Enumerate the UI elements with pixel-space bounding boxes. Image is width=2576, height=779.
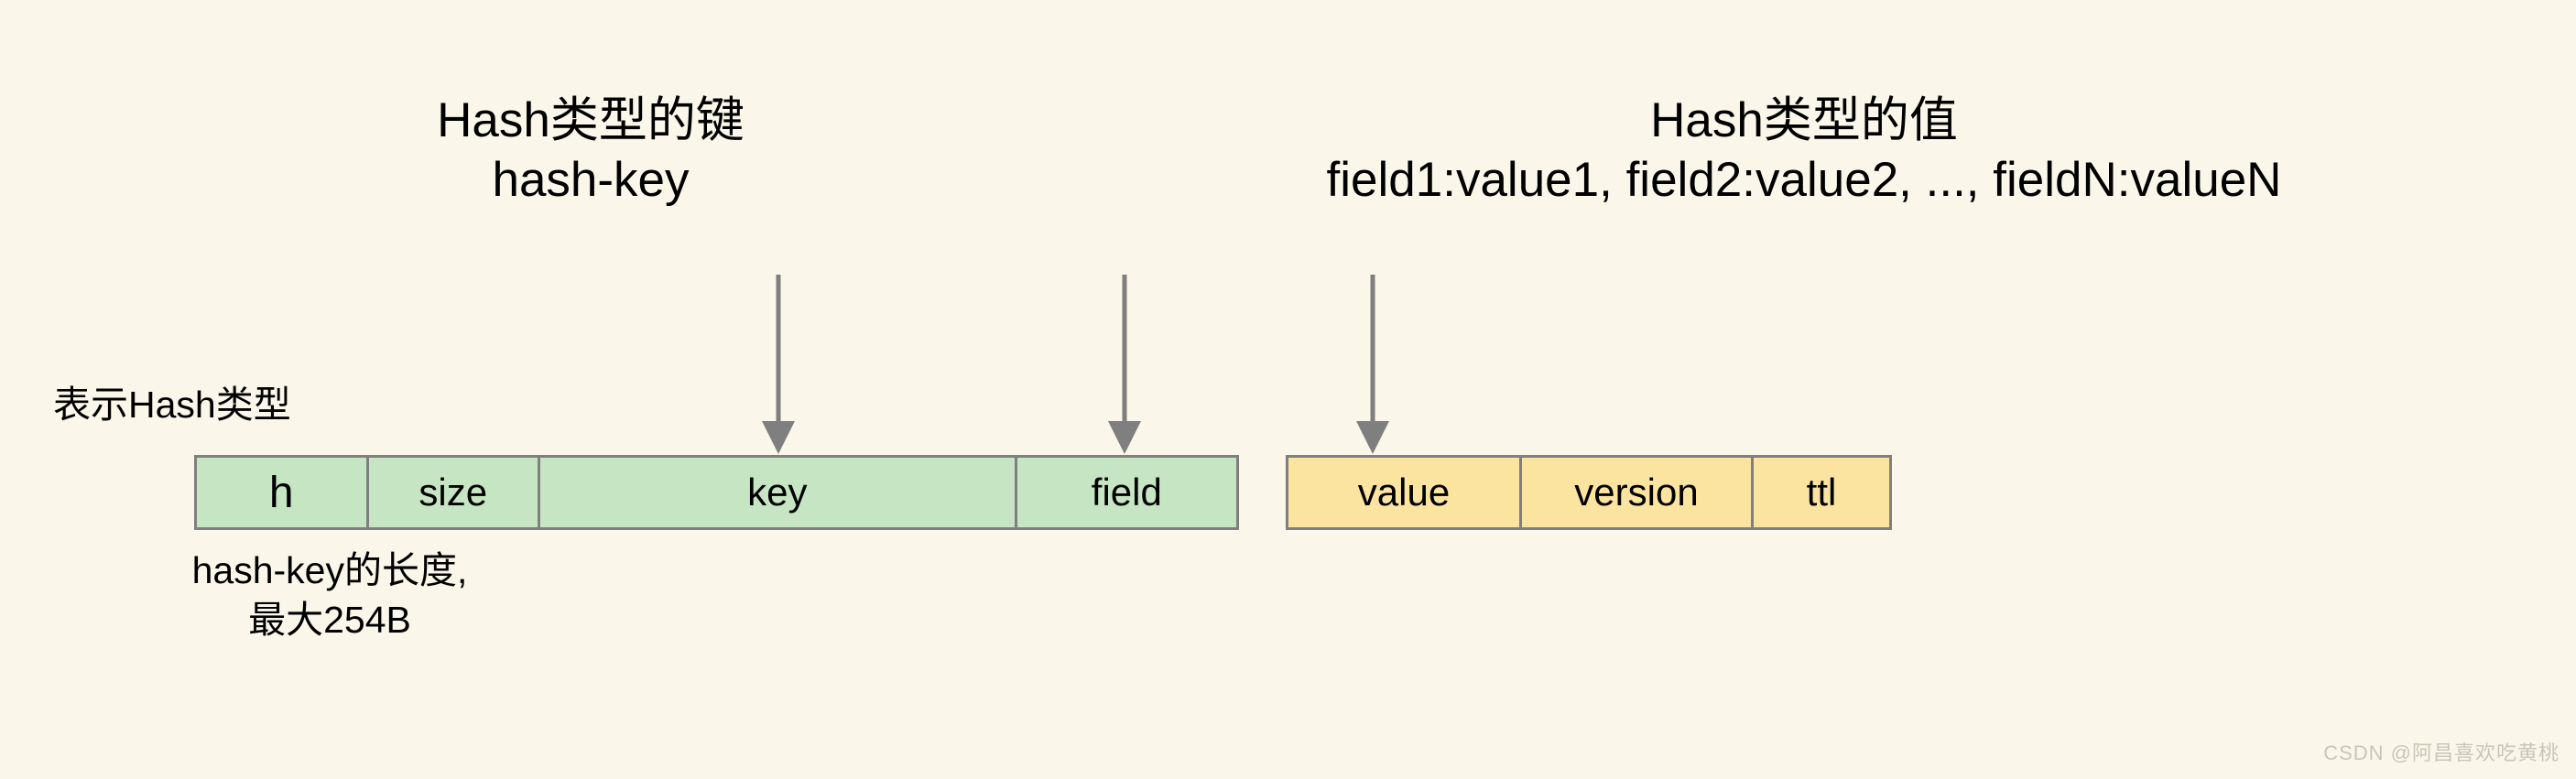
arrow-to-value-icon [1356,275,1389,454]
segment-size: size [368,458,541,527]
segment-key-label: key [747,471,808,514]
length-caption-line2: 最大254B [248,599,411,642]
segment-version-label: version [1574,471,1699,514]
key-layout-row: h size key field [194,455,1239,530]
segment-h-label: h [268,468,294,517]
value-annotation-example: field1:value1, field2:value2, ..., field… [1326,152,2282,207]
segment-value-label: value [1357,471,1451,514]
segment-ttl: ttl [1754,458,1889,527]
key-annotation-title: Hash类型的键 [437,93,745,147]
segment-ttl-label: ttl [1806,471,1837,514]
watermark: CSDN @阿昌喜欢吃黄桃 [2323,741,2560,764]
segment-version: version [1522,458,1754,527]
key-annotation: Hash类型的键 hash-key [311,92,870,210]
value-annotation: Hash类型的值 field1:value1, field2:value2, .… [1053,92,2555,210]
segment-field-label: field [1091,471,1162,514]
type-caption: 表示Hash类型 [53,384,291,426]
segment-key: key [540,458,1017,527]
length-caption-line1: hash-key的长度, [191,549,468,591]
segment-value: value [1288,458,1522,527]
value-annotation-title: Hash类型的值 [1650,93,1958,147]
segment-size-label: size [418,471,488,514]
segment-h: h [197,458,369,527]
arrow-to-field-icon [1108,275,1141,454]
length-caption: hash-key的长度, 最大254B [101,546,559,644]
value-layout-row: value version ttl [1286,455,1892,530]
key-annotation-example: hash-key [492,152,690,207]
segment-field: field [1016,458,1237,527]
arrow-to-key-icon [762,275,795,454]
